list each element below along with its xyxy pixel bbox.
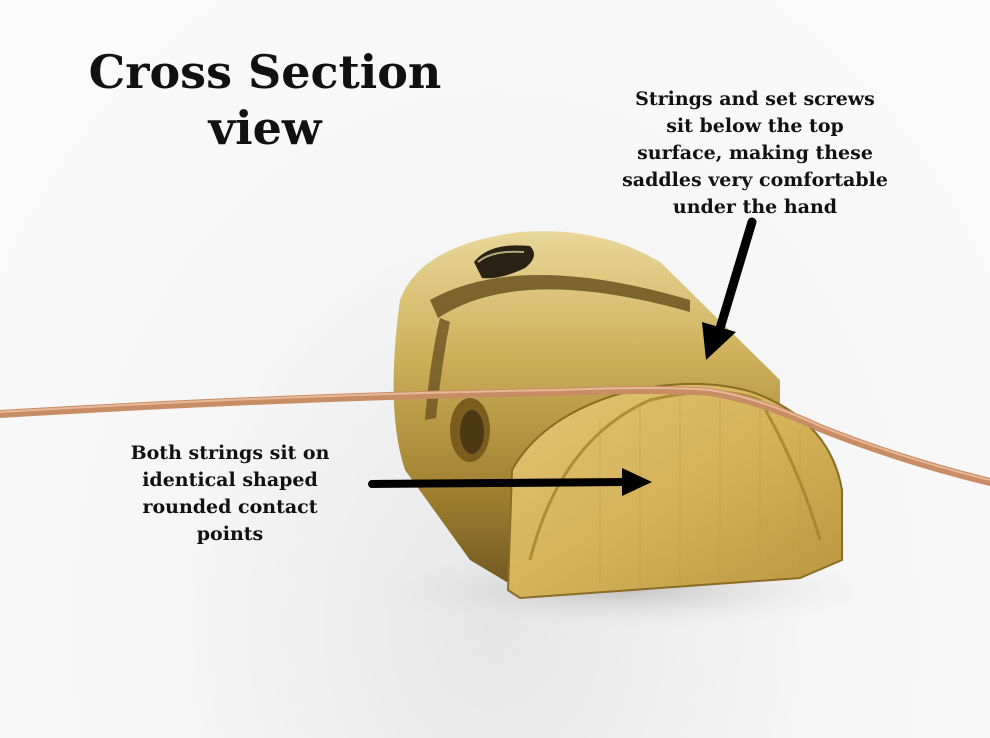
set-screw-hole-rim [477,250,525,263]
annotation-line: rounded contact [142,496,318,518]
annotation-line: saddles very comfortable [622,169,888,191]
annotation-line: Strings and set screws [635,88,875,110]
title-line-1: Cross Section [88,45,442,99]
annotation-line: Both strings sit on [130,442,330,464]
arrow-down [702,217,757,360]
annotation-top-right: Strings and set screws sit below the top… [590,86,920,221]
set-screw-hole [474,245,534,279]
guitar-string [0,386,990,486]
brushed-texture [599,396,801,585]
cross-section-face [506,382,843,600]
annotation-left: Both strings sit on identical shaped rou… [100,440,360,548]
annotation-line: under the hand [672,196,838,218]
annotation-line: sit below the top [666,115,844,137]
saddle-groove [430,275,690,318]
threaded-hole-inner [460,410,484,454]
guitar-string-highlight [0,387,990,481]
arrow-right [368,468,652,496]
annotation-line: surface, making these [637,142,873,164]
page-title: Cross Section view [60,44,470,156]
annotation-line: points [196,523,264,545]
title-line-2: view [208,101,322,155]
annotation-line: identical shaped [142,469,318,491]
